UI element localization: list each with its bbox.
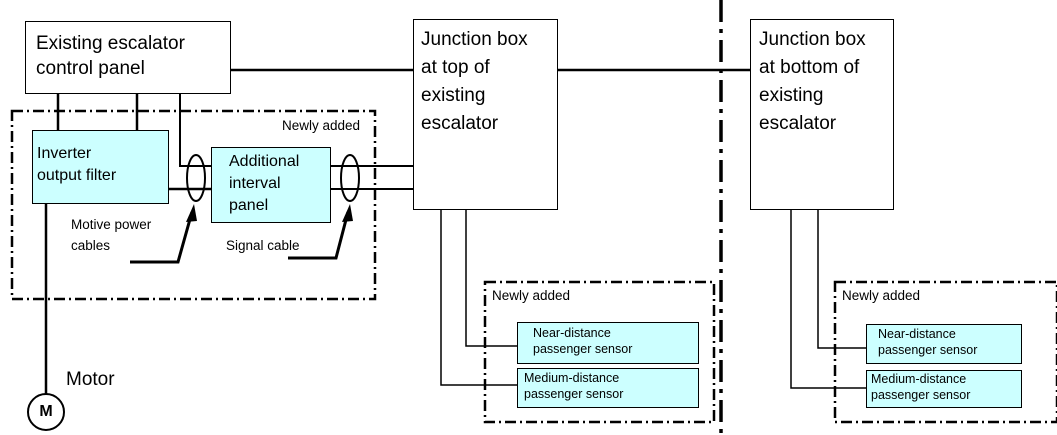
motive-power-bundle <box>186 154 206 202</box>
motive-power-cables-label-2: cables <box>71 238 111 253</box>
inverter-filter-label-1: Inverter <box>37 145 92 162</box>
near-sensor-top <box>517 322 699 364</box>
junction-bottom-label-3: existing <box>759 85 824 106</box>
near-sensor-bottom-label-2: passenger sensor <box>878 343 978 357</box>
signal-cable-leader <box>288 211 350 260</box>
motive-power-cables-label-1: Motive power <box>71 217 152 232</box>
interval-panel-label-3: panel <box>229 197 269 214</box>
junction-bottom-near-line <box>817 208 866 349</box>
junction-bottom-label-4: escalator <box>759 113 837 134</box>
newly-added-label-top: Newly added <box>492 288 571 303</box>
interval-panel-label-2: interval <box>229 175 281 192</box>
medium-sensor-top-label-2: passenger sensor <box>524 387 624 401</box>
motive-power-leader <box>130 211 194 264</box>
junction-top-label-1: Junction box <box>421 29 528 50</box>
junction-box-bottom <box>750 19 894 210</box>
newly-added-region-top <box>483 280 716 424</box>
junction-bottom-medium-line <box>790 208 866 389</box>
junction-top-near-line <box>465 208 517 347</box>
interval-panel-box <box>211 147 331 223</box>
motor-symbol-letter: M <box>39 403 53 420</box>
near-sensor-bottom-label-1: Near-distance <box>878 327 956 341</box>
near-sensor-top-label-1: Near-distance <box>533 326 611 340</box>
junction-top-label-4: escalator <box>421 113 499 134</box>
medium-sensor-bottom-label-1: Medium-distance <box>871 372 967 386</box>
motor-symbol <box>27 393 65 431</box>
control-signal-line <box>179 93 212 167</box>
medium-sensor-top <box>517 368 699 408</box>
inverter-filter-box <box>32 130 169 204</box>
near-sensor-top-label-2: passenger sensor <box>533 342 633 356</box>
junction-top-medium-line <box>440 208 517 386</box>
medium-sensor-top-label-1: Medium-distance <box>524 371 620 385</box>
interval-panel-label-1: Additional <box>229 153 300 170</box>
control-panel-box <box>25 21 231 94</box>
near-sensor-bottom <box>866 324 1022 364</box>
signal-cable-label: Signal cable <box>226 238 300 253</box>
junction-top-label-3: existing <box>421 85 486 106</box>
motive-power-arrow <box>186 204 197 222</box>
control-panel-label-2: control panel <box>36 58 145 79</box>
newly-added-label-panel: Newly added <box>282 118 361 133</box>
junction-bottom-label-2: at bottom of <box>759 57 860 78</box>
medium-sensor-bottom-label-2: passenger sensor <box>871 388 971 402</box>
newly-added-region-panel <box>10 109 377 301</box>
junction-bottom-label-1: Junction box <box>759 29 866 50</box>
junction-top-label-2: at top of <box>421 57 490 78</box>
newly-added-label-bottom: Newly added <box>842 288 921 303</box>
signal-cable-arrow <box>342 204 353 222</box>
medium-sensor-bottom <box>866 370 1022 408</box>
signal-bundle <box>340 154 360 202</box>
inverter-filter-label-2: output filter <box>37 167 117 184</box>
motor-label: Motor <box>66 369 115 390</box>
control-panel-label-1: Existing escalator <box>36 33 185 54</box>
junction-box-top <box>413 19 558 210</box>
newly-added-region-bottom <box>833 280 1057 424</box>
